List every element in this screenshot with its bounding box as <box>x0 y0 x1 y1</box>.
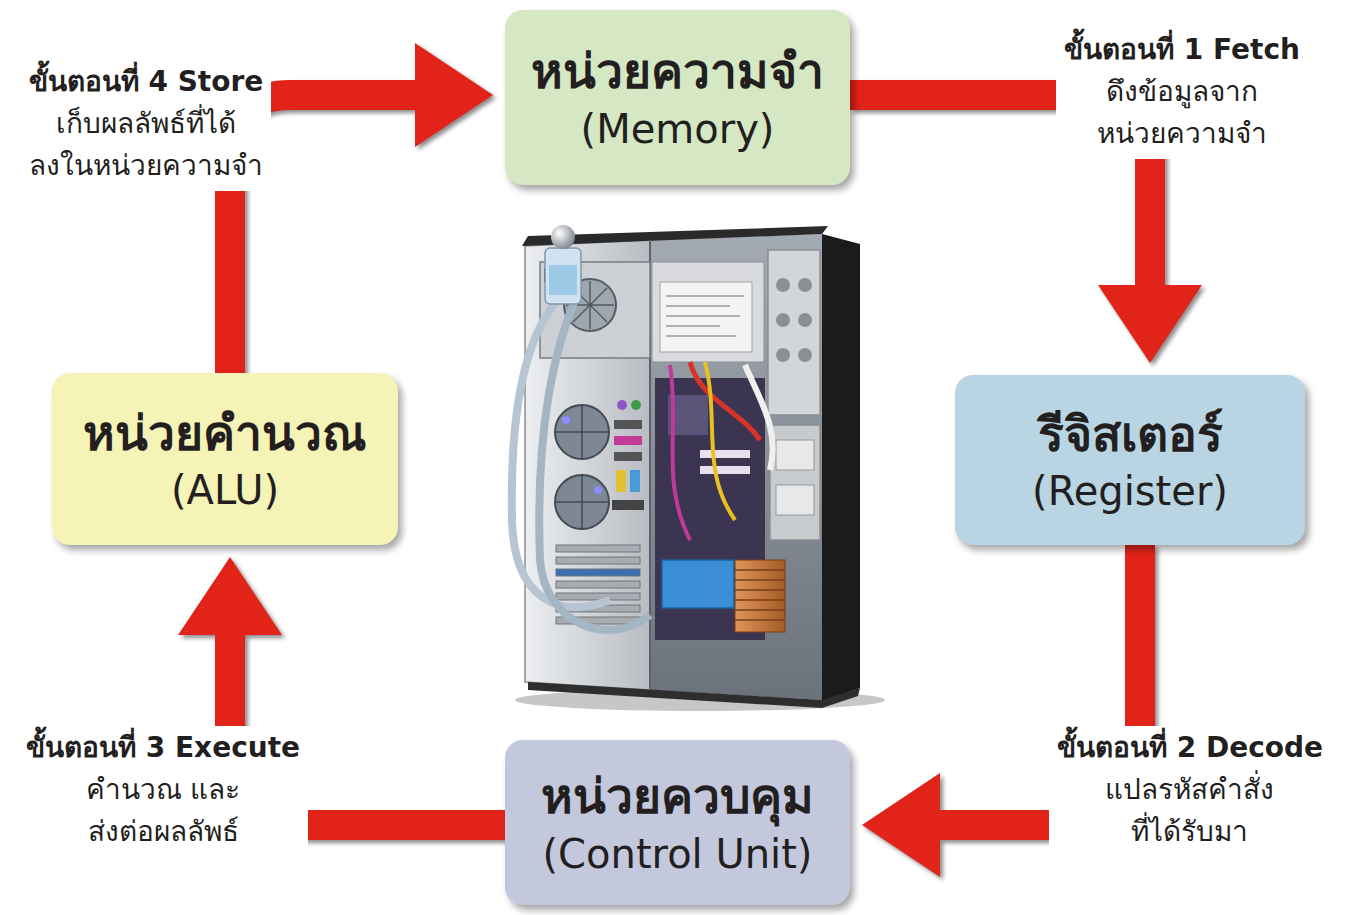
rear-panel <box>614 420 642 429</box>
step-title: ขั้นตอนที่ 2 Decode <box>1057 728 1323 769</box>
motherboard <box>700 450 750 458</box>
step-title: ขั้นตอนที่ 1 Fetch <box>1064 30 1300 71</box>
water-cooling <box>549 265 577 295</box>
rear-panel <box>556 593 640 600</box>
step-description: ดึงข้อมูลจาก หน่วยความจำ <box>1064 71 1300 155</box>
drive-bays <box>776 440 814 470</box>
drive-bays <box>798 348 812 362</box>
rear-panel <box>562 416 570 424</box>
drive-bays <box>776 313 790 327</box>
step-label: ขั้นตอนที่ 1 Fetchดึงข้อมูลจาก หน่วยความ… <box>1056 28 1308 159</box>
control-unit-box: หน่วยควบคุม(Control Unit) <box>505 740 850 905</box>
unit-name-english: (ALU) <box>171 464 279 516</box>
unit-name-english: (Memory) <box>581 103 775 155</box>
rear-panel <box>594 486 602 494</box>
arrow-head <box>862 773 940 877</box>
rear-panel <box>614 452 642 461</box>
power-supply <box>660 282 752 352</box>
motherboard <box>735 570 785 620</box>
step-description: คำนวณ และ ส่งต่อผลลัพธ์ <box>26 769 300 853</box>
motherboard <box>662 560 734 608</box>
drive-bays <box>768 250 820 540</box>
case-body <box>525 240 650 690</box>
step-title: ขั้นตอนที่ 3 Execute <box>26 728 300 769</box>
motherboard <box>735 560 785 632</box>
arrow-head <box>178 557 282 635</box>
step-description: เก็บผลลัพธ์ที่ได้ ลงในหน่วยความจำ <box>29 103 264 187</box>
water-cooling <box>545 248 581 304</box>
rear-panel <box>614 436 642 445</box>
drive-bays <box>798 313 812 327</box>
rear-panel <box>630 470 640 492</box>
step-label: ขั้นตอนที่ 4 Storeเก็บผลลัพธ์ที่ได้ ลงใน… <box>21 60 272 191</box>
drive-bays <box>768 250 820 415</box>
rear-panel <box>555 405 609 529</box>
cables <box>705 362 735 520</box>
case-body <box>822 234 860 702</box>
rear-panel <box>631 400 641 410</box>
power-supply <box>652 262 764 362</box>
cables <box>670 365 690 540</box>
cables <box>670 362 773 540</box>
case-body <box>650 234 822 700</box>
step-label: ขั้นตอนที่ 3 Executeคำนวณ และ ส่งต่อผลลั… <box>18 726 308 857</box>
drive-bays <box>776 485 814 515</box>
memory-box: หน่วยความจำ(Memory) <box>505 10 850 185</box>
case-body <box>528 682 860 708</box>
water-cooling <box>539 300 650 630</box>
step-title: ขั้นตอนที่ 4 Store <box>29 62 264 103</box>
drive-bays <box>776 278 790 292</box>
case-body <box>522 226 860 708</box>
rear-panel <box>617 400 627 410</box>
register-box: รีจิสเตอร์(Register) <box>955 375 1305 545</box>
drive-bays <box>798 278 812 292</box>
motherboard <box>700 466 750 474</box>
unit-name-thai: หน่วยคำนวณ <box>83 402 367 464</box>
unit-name-thai: หน่วยความจำ <box>531 40 824 102</box>
step-description: แปลรหัสคำสั่ง ที่ได้รับมา <box>1057 769 1323 853</box>
cables <box>745 365 773 470</box>
rear-panel <box>612 500 644 510</box>
drive-bays <box>770 425 820 540</box>
arrow-head <box>415 43 493 147</box>
rear-panel <box>616 470 626 492</box>
alu-box: หน่วยคำนวณ(ALU) <box>52 373 398 545</box>
unit-name-thai: หน่วยควบคุม <box>541 765 814 827</box>
rear-panel <box>555 400 644 624</box>
arrow-head <box>1098 285 1202 363</box>
drive-bays <box>776 348 790 362</box>
unit-name-english: (Register) <box>1032 465 1228 517</box>
unit-name-thai: รีจิสเตอร์ <box>1038 403 1223 465</box>
rear-panel <box>556 569 640 576</box>
water-cooling <box>551 225 575 249</box>
rear-panel <box>556 581 640 588</box>
step-label: ขั้นตอนที่ 2 Decodeแปลรหัสคำสั่ง ที่ได้ร… <box>1049 726 1331 857</box>
water-cooling <box>512 225 650 630</box>
power-supply <box>666 296 744 336</box>
rear-panel <box>556 557 640 564</box>
rear-panel <box>556 545 640 552</box>
unit-name-english: (Control Unit) <box>543 828 813 880</box>
